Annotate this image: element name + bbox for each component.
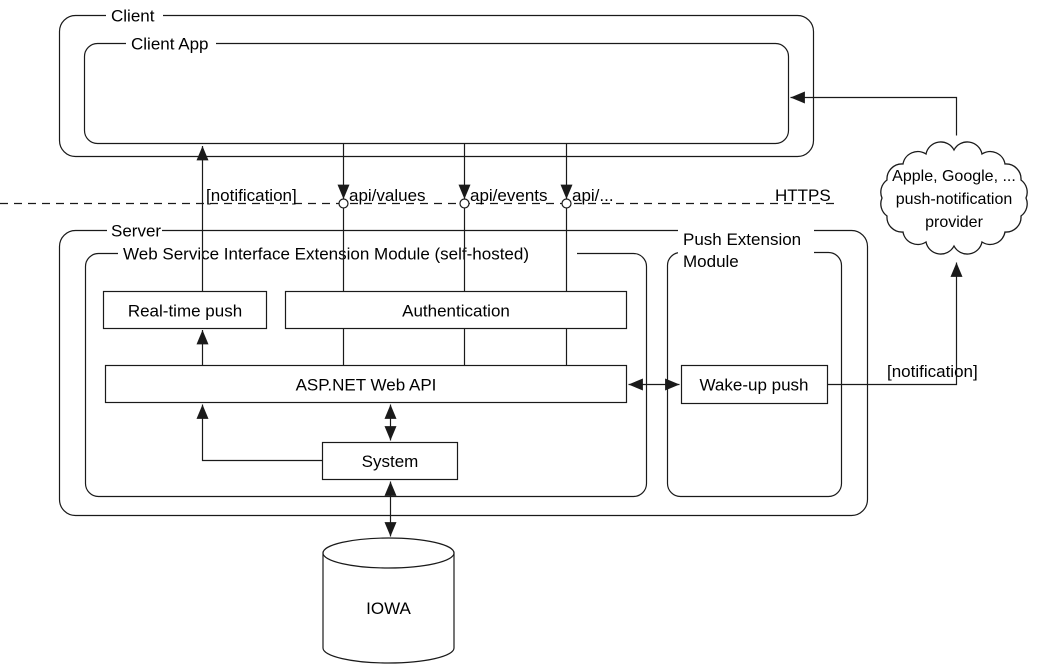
client-label: Client (106, 7, 163, 26)
aspnet-web-api-label: ASP.NET Web API (296, 376, 437, 395)
database-cylinder-icon (322, 537, 455, 664)
wakeup-notification-label: [notification] (887, 362, 978, 381)
client-app-label: Client App (126, 35, 216, 54)
client-container (58, 14, 815, 158)
arrow-wakeup-to-cloud (827, 262, 963, 386)
cloud-icon (880, 141, 1028, 255)
authentication-label: Authentication (402, 302, 510, 321)
push-extension-label-line1: Push Extension (683, 230, 801, 249)
cloud-label-line1: Apple, Google, ... (892, 168, 1016, 185)
server-label: Server (107, 222, 162, 241)
lollipop-api-values-icon (338, 198, 349, 209)
server-label-text: Server (111, 222, 161, 241)
client-app-container (83, 42, 790, 145)
push-extension-label: Push Extension Module (678, 227, 814, 271)
lollipop-api-more-icon (561, 198, 572, 209)
cylinder-top (322, 537, 455, 569)
arrow-cloud-to-client-app (790, 91, 958, 136)
server-container (58, 229, 869, 517)
wsiem-label-text: Web Service Interface Extension Module (… (123, 245, 529, 264)
lollipop-api-events-icon (459, 198, 470, 209)
boundary-api-values-label: api/values (349, 186, 426, 205)
wakeup-push-label: Wake-up push (700, 376, 809, 395)
realtime-push-box (102, 290, 268, 330)
boundary-notification-label: [notification] (206, 186, 297, 205)
https-label: HTTPS (775, 186, 831, 205)
system-label: System (362, 452, 419, 471)
client-app-label-text: Client App (131, 35, 209, 54)
wakeup-push-box (680, 364, 829, 405)
cylinder-body (322, 552, 455, 664)
arrow-system-to-aspnet (196, 404, 323, 462)
authentication-box (284, 290, 628, 330)
boundary-api-events-label: api/events (470, 186, 548, 205)
iowa-label: IOWA (366, 599, 411, 618)
aspnet-web-api-box (104, 364, 628, 404)
cloud-label-line3: provider (925, 214, 983, 231)
client-label-text: Client (111, 7, 155, 26)
wsiem-label: Web Service Interface Extension Module (… (118, 245, 577, 264)
realtime-push-label: Real-time push (128, 302, 242, 321)
boundary-api-more-label: api/... (572, 186, 614, 205)
cloud-label-line2: push-notification (896, 191, 1013, 208)
push-extension-label-line2: Module (683, 252, 739, 271)
